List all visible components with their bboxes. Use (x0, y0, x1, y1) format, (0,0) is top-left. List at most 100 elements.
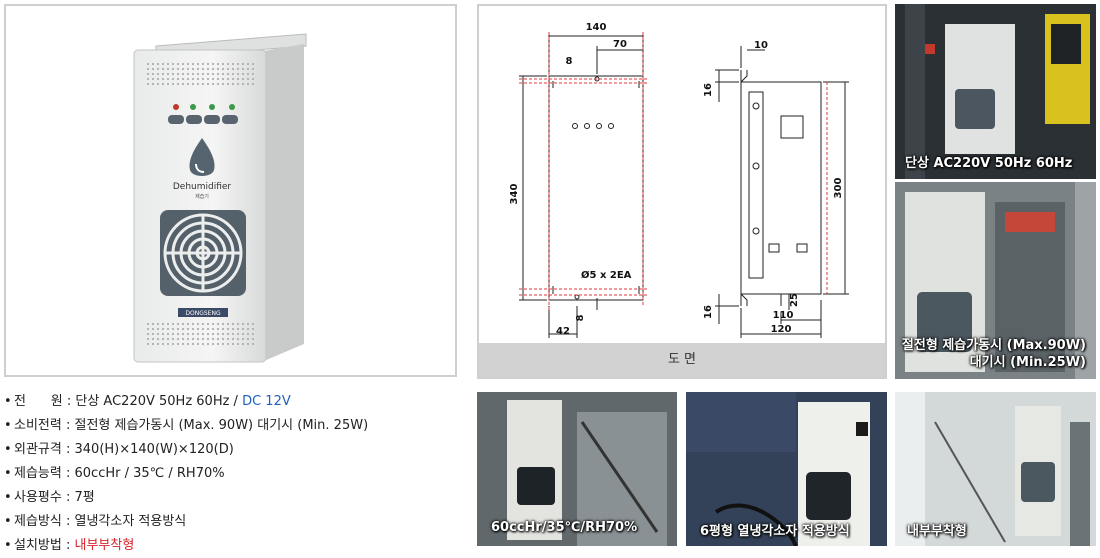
vent-hole (146, 67, 150, 71)
vent-hole (231, 62, 235, 66)
photo-label-consumption: 절전형 제습가동시 (Max.90W) (901, 338, 1086, 353)
vent-hole (211, 77, 215, 81)
vent-hole (156, 62, 160, 66)
photo-label-power: 단상 AC220V 50Hz 60Hz (905, 156, 1073, 171)
dim-offset-8-top: 8 (566, 56, 573, 67)
vent-hole (251, 332, 255, 336)
vent-hole (161, 337, 165, 341)
product-photo-panel: Dehumidifier 제습기 DONGSENG (4, 4, 457, 377)
vent-hole (166, 322, 170, 326)
vent-hole (246, 332, 250, 336)
vent-hole (171, 322, 175, 326)
vent-hole (221, 332, 225, 336)
vent-hole (171, 62, 175, 66)
vent-hole (166, 337, 170, 341)
vent-hole (196, 77, 200, 81)
vent-hole (251, 322, 255, 326)
vent-hole (221, 82, 225, 86)
vent-hole (236, 67, 240, 71)
vent-hole (166, 342, 170, 346)
photo-label-method: 6평형 열냉각소자 적용방식 (700, 524, 850, 539)
vent-hole (226, 337, 230, 341)
vent-hole (176, 342, 180, 346)
vent-hole (151, 72, 155, 76)
vent-hole (161, 322, 165, 326)
vent-hole (211, 62, 215, 66)
dim-width-42: 42 (556, 326, 570, 337)
spec-value: 340(H)×140(W)×120(D) (74, 442, 234, 457)
vent-hole (176, 322, 180, 326)
spec-area: •사용평수 : 7평 (4, 486, 464, 510)
vent-hole (156, 82, 160, 86)
vent-hole (176, 82, 180, 86)
vent-hole (181, 337, 185, 341)
dehumidifier-image: Dehumidifier 제습기 DONGSENG (133, 33, 307, 363)
vent-hole (196, 72, 200, 76)
vent-hole (251, 327, 255, 331)
spec-label: 설치방법 : (14, 538, 71, 553)
vent-hole (191, 332, 195, 336)
vent-hole (146, 322, 150, 326)
vent-hole (176, 332, 180, 336)
vent-hole (216, 332, 220, 336)
bullet-icon: • (4, 538, 12, 553)
vent-hole (246, 82, 250, 86)
photo-label-standby: 대기시 (Min.25W) (969, 355, 1086, 370)
dim-bracket-10: 10 (754, 40, 768, 51)
bullet-icon: • (4, 394, 12, 409)
vent-hole (161, 332, 165, 336)
vent-hole (146, 327, 150, 331)
vent-hole (161, 82, 165, 86)
vent-hole (231, 72, 235, 76)
install-photo-consumption: 절전형 제습가동시 (Max.90W) 대기시 (Min.25W) (895, 182, 1096, 379)
vent-hole (171, 332, 175, 336)
vent-hole (181, 327, 185, 331)
vent-hole (226, 62, 230, 66)
photo-unit-cabinet (686, 392, 887, 546)
dim-depth-110: 110 (773, 310, 794, 321)
vent-hole (221, 72, 225, 76)
vent-hole (191, 342, 195, 346)
vent-hole (236, 337, 240, 341)
vent-hole (206, 72, 210, 76)
vent-hole (171, 67, 175, 71)
vent-hole (221, 337, 225, 341)
vent-hole (186, 67, 190, 71)
vent-hole (156, 342, 160, 346)
vent-hole (166, 62, 170, 66)
vent-hole (251, 72, 255, 76)
vent-hole (171, 342, 175, 346)
vent-hole (231, 327, 235, 331)
spec-label: 외관규격 : (14, 442, 71, 457)
vent-hole (151, 322, 155, 326)
vent-hole (196, 337, 200, 341)
vent-hole (181, 62, 185, 66)
vent-hole (201, 62, 205, 66)
vent-hole (226, 82, 230, 86)
vent-hole (186, 77, 190, 81)
vent-hole (201, 332, 205, 336)
photo-label-capacity: 60ccHr/35℃/RH70% (491, 520, 638, 535)
vent-hole (231, 322, 235, 326)
vent-hole (201, 337, 205, 341)
vent-hole (246, 67, 250, 71)
vent-hole (176, 62, 180, 66)
vent-hole (171, 327, 175, 331)
vent-hole (211, 322, 215, 326)
spec-value: 60ccHr / 35℃ / RH70% (74, 466, 225, 481)
vent-hole (151, 332, 155, 336)
vent-hole (221, 67, 225, 71)
vent-hole (216, 342, 220, 346)
vent-hole (196, 322, 200, 326)
vent-hole (226, 67, 230, 71)
dim-height-340: 340 (509, 184, 520, 205)
vent-hole (166, 332, 170, 336)
vent-hole (246, 62, 250, 66)
vent-hole (181, 342, 185, 346)
vent-hole (156, 72, 160, 76)
vent-hole (166, 67, 170, 71)
spec-label: 전 원 : (14, 394, 72, 409)
vent-hole (191, 77, 195, 81)
vent-hole (176, 77, 180, 81)
bullet-icon: • (4, 418, 12, 433)
